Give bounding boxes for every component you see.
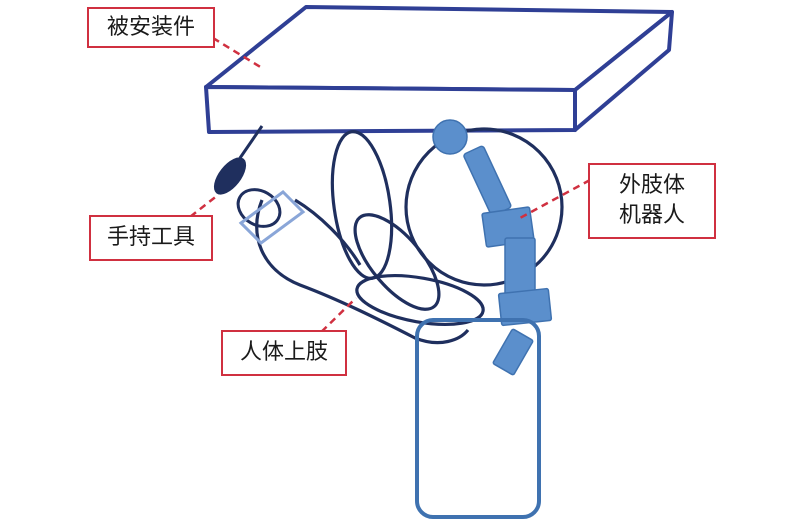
- leader-lines: [180, 36, 591, 341]
- plate-front-face: [204, 85, 577, 134]
- leader-installed-part: [212, 36, 263, 70]
- robot-end-effector: [492, 328, 534, 376]
- label-installed-part: 被安装件: [87, 7, 215, 48]
- plate-side-face: [573, 10, 674, 132]
- held-object: [415, 318, 541, 519]
- forearm-upper-curve: [294, 198, 362, 266]
- robot-link-upper: [463, 145, 512, 217]
- forearm-curve: [255, 199, 470, 345]
- label-human-upper-limb: 人体上肢: [221, 330, 347, 376]
- tool-head: [213, 157, 247, 195]
- installed-part-plate: [204, 5, 674, 134]
- hand-tool: [213, 125, 306, 245]
- leader-human-arm: [312, 297, 357, 341]
- extra-limb-robot: [432, 119, 553, 376]
- leader-robot: [519, 178, 591, 220]
- arm-loop-upper: [330, 130, 394, 280]
- tool-shaft: [238, 125, 264, 159]
- robot-base-joint: [432, 119, 468, 155]
- tool-frame: [238, 190, 306, 245]
- human-upper-limb: [255, 130, 485, 345]
- leader-hand-tool: [180, 194, 219, 225]
- tool-grip-ring: [236, 188, 282, 228]
- arm-loop-lower: [355, 274, 485, 326]
- label-hand-tool: 手持工具: [89, 215, 213, 261]
- robot-workspace-circle: [404, 127, 564, 287]
- robot-link-lower: [504, 237, 536, 299]
- robot-wrist-joint: [497, 287, 553, 327]
- label-extra-limb-robot: 外肢体 机器人: [588, 163, 716, 239]
